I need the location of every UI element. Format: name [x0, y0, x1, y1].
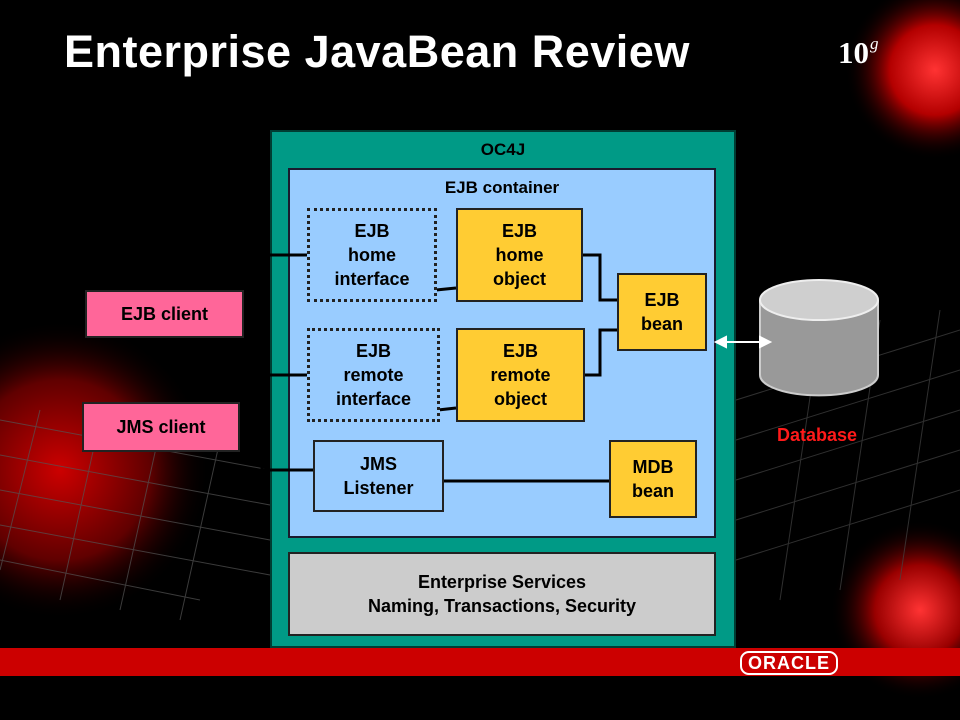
- jms-listener: JMS Listener: [313, 440, 444, 512]
- services-list: Naming, Transactions, Security: [367, 596, 637, 616]
- enterprise-services: Enterprise Services Naming, Transactions…: [288, 552, 716, 636]
- red-glow-top-right: [845, 0, 960, 160]
- page-title: Enterprise JavaBean Review: [64, 26, 690, 77]
- footer-bar: [0, 648, 960, 676]
- oracle-logo: ORACLE: [740, 651, 838, 675]
- oracle-logo-text: ORACLE: [740, 651, 838, 675]
- oracle-10g-logo: 10g: [838, 34, 879, 71]
- mdb-bean: MDB bean: [609, 440, 697, 518]
- services-title: Enterprise Services: [417, 572, 587, 592]
- ejb-remote-object: EJB remote object: [456, 328, 585, 422]
- ejb-client: EJB client: [85, 290, 244, 338]
- ejb-home-object: EJB home object: [456, 208, 583, 302]
- logo-suffix: g: [870, 34, 879, 53]
- logo-version: 10: [838, 35, 869, 70]
- database-label: Database: [776, 425, 858, 445]
- ejb-remote-interface: EJB remote interface: [307, 328, 440, 422]
- ejb-home-interface: EJB home interface: [307, 208, 437, 302]
- ejb-bean: EJB bean: [617, 273, 707, 351]
- oc4j-label: OC4J: [480, 140, 526, 159]
- red-glow-left: [0, 320, 210, 620]
- ejb-container-label: EJB container: [444, 178, 560, 197]
- jms-client: JMS client: [82, 402, 240, 452]
